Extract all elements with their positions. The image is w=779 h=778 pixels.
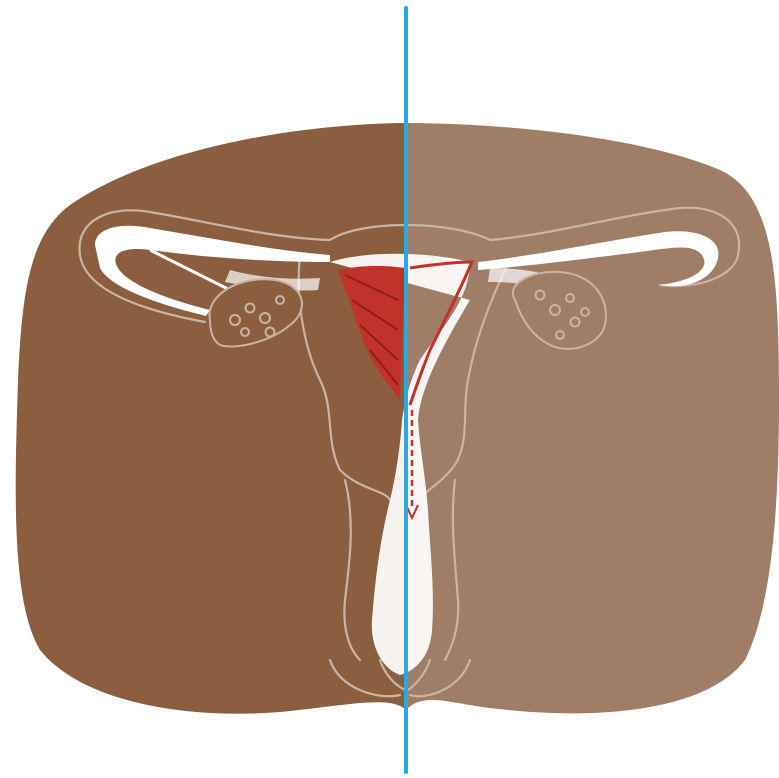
uterus-illustration bbox=[0, 0, 779, 778]
illustration-canvas bbox=[0, 0, 779, 778]
